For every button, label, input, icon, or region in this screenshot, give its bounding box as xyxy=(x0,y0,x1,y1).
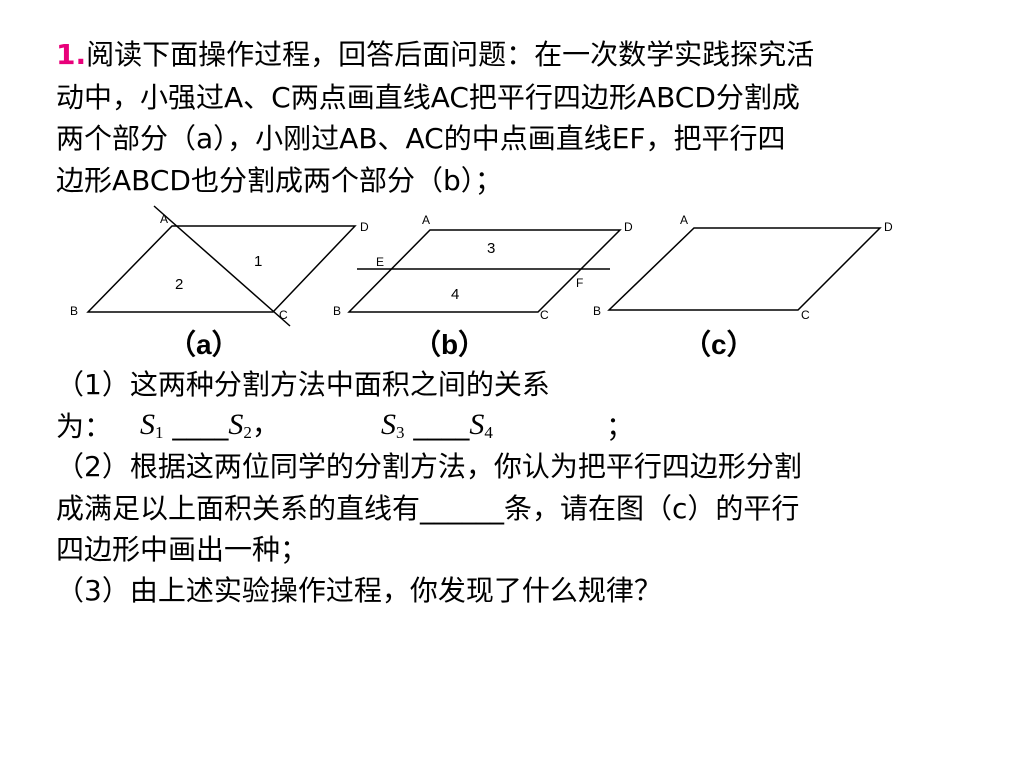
label-a-C: C xyxy=(279,308,288,322)
question-1-prefix: 为： xyxy=(56,410,113,443)
s4-symbol: S4 xyxy=(469,408,493,442)
figure-b xyxy=(347,229,622,313)
label-c-C: C xyxy=(801,308,810,322)
question-2-line-1: （2）根据这两位同学的分割方法，你认为把平行四边形分割 xyxy=(56,450,802,483)
line-ac xyxy=(153,205,291,327)
question-1-semicolon: ； xyxy=(606,410,635,443)
label-a-A: A xyxy=(160,212,168,226)
label-c-A: A xyxy=(680,213,688,227)
caption-a: （a） xyxy=(168,329,240,360)
problem-line-1: 1.阅读下面操作过程，回答后面问题：在一次数学实践探究活 xyxy=(56,36,814,74)
relation-s3-s4: S3 ____S4 xyxy=(381,406,493,452)
problem-line-2: 动中，小强过A、C两点画直线AC把平行四边形ABCD分割成 xyxy=(56,81,800,114)
question-1-line-1: （1）这两种分割方法中面积之间的关系 xyxy=(56,368,550,401)
label-b-E: E xyxy=(376,255,384,269)
label-c-B: B xyxy=(593,304,601,318)
region-2: 2 xyxy=(175,276,183,293)
label-b-D: D xyxy=(624,220,633,234)
parallelogram-b xyxy=(347,229,622,313)
s1-symbol: S1 xyxy=(140,408,164,442)
s2-symbol: S2 xyxy=(228,408,252,442)
problem-text-1: 阅读下面操作过程，回答后面问题：在一次数学实践探究活 xyxy=(86,38,815,71)
s3-symbol: S3 xyxy=(381,408,405,442)
region-1: 1 xyxy=(254,253,262,270)
parallelogram-c xyxy=(607,227,882,311)
label-c-D: D xyxy=(884,220,893,234)
parallelogram-a xyxy=(86,225,357,313)
region-3: 3 xyxy=(487,240,495,257)
problem-number: 1. xyxy=(56,38,87,71)
label-b-C: C xyxy=(540,308,549,322)
label-b-A: A xyxy=(422,213,430,227)
label-b-B: B xyxy=(333,304,341,318)
region-4: 4 xyxy=(451,286,459,303)
question-2-line-3: 四边形中画出一种； xyxy=(56,533,309,566)
figure-a xyxy=(86,205,357,327)
caption-c: （c） xyxy=(683,329,755,360)
problem-line-3: 两个部分（a），小刚过AB、AC的中点画直线EF，把平行四 xyxy=(56,122,786,155)
question-2-line-2: 成满足以上面积关系的直线有______条，请在图（c）的平行 xyxy=(56,492,800,525)
comma: ， xyxy=(251,408,280,441)
relation-s1-s2: S1 ____S2， xyxy=(140,406,280,452)
problem-line-4: 边形ABCD也分割成两个部分（b）； xyxy=(56,164,503,197)
caption-b: （b） xyxy=(413,329,487,360)
label-b-F: F xyxy=(576,276,583,290)
blank-1[interactable]: ____ xyxy=(172,408,229,441)
question-1-line-2: 为： xyxy=(56,408,112,446)
label-a-B: B xyxy=(70,304,78,318)
figure-c xyxy=(607,227,882,311)
label-a-D: D xyxy=(360,220,369,234)
question-3-line-1: （3）由上述实验操作过程，你发现了什么规律？ xyxy=(56,574,662,607)
blank-2[interactable]: ____ xyxy=(413,408,470,441)
